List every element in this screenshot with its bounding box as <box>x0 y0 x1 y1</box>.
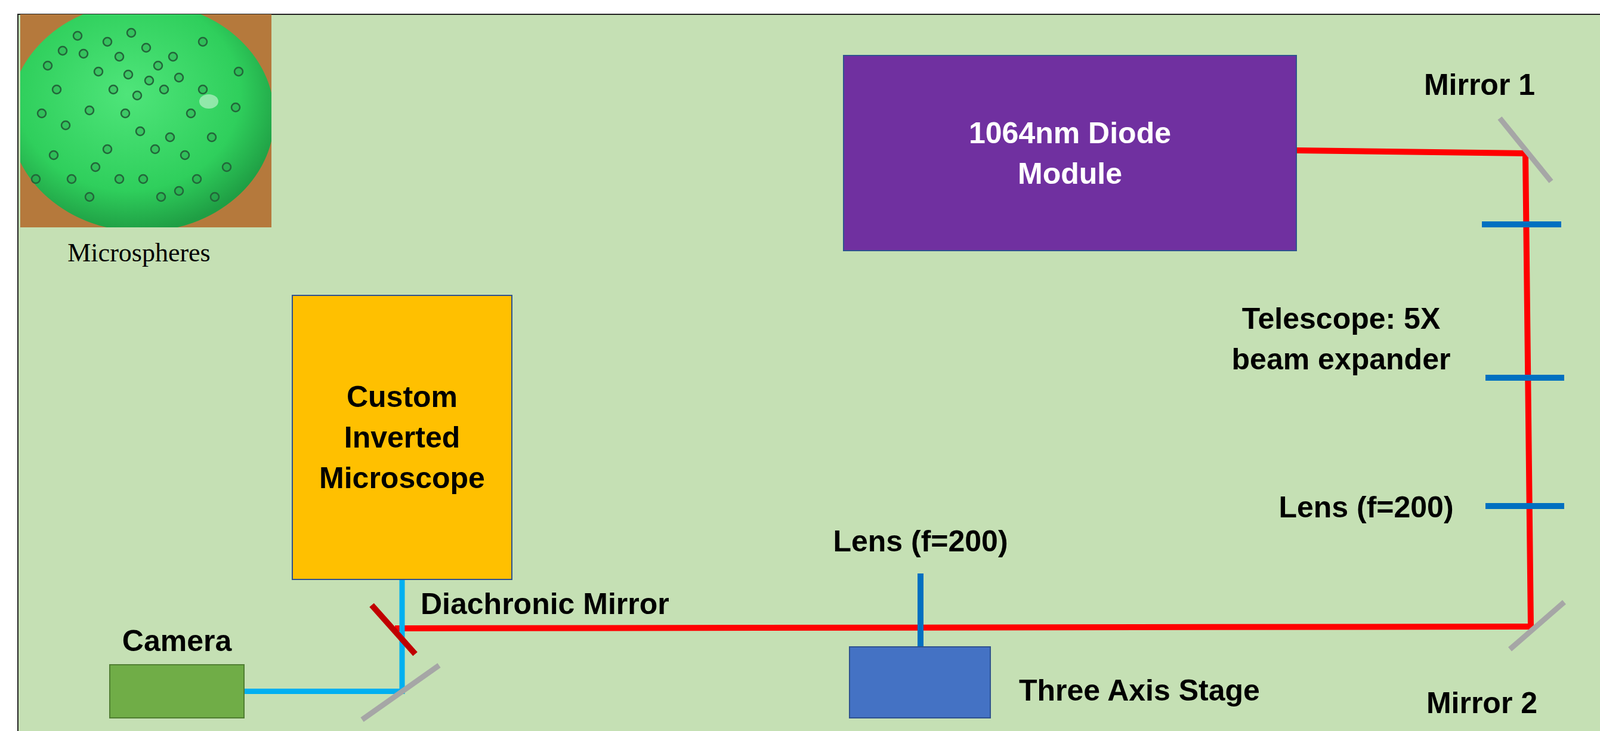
microsphere <box>79 49 88 58</box>
microsphere <box>133 91 142 100</box>
microsphere <box>141 43 151 52</box>
microsphere <box>121 109 130 118</box>
microsphere <box>49 150 58 160</box>
microsphere <box>103 144 112 154</box>
lens-symbol <box>917 573 924 647</box>
microscope-box: Custom Inverted Microscope <box>291 294 513 580</box>
microsphere <box>91 162 100 172</box>
microsphere <box>150 144 160 154</box>
microsphere <box>180 150 190 160</box>
lens-symbol <box>1485 374 1565 381</box>
photo-glare <box>199 94 219 109</box>
microsphere <box>210 192 219 202</box>
microsphere <box>94 67 103 76</box>
microsphere <box>109 85 118 94</box>
microsphere <box>165 133 175 142</box>
microsphere <box>67 174 76 184</box>
microsphere <box>127 28 136 37</box>
dichroic-mirror-symbol <box>371 604 416 654</box>
microsphere <box>174 186 184 196</box>
lens-symbol <box>1481 221 1562 228</box>
image-caption: Microspheres <box>43 235 235 271</box>
microsphere <box>198 85 208 94</box>
microsphere <box>198 37 208 46</box>
photo-field <box>20 14 272 228</box>
laser-module-box: 1064nm Diode Module <box>842 54 1297 252</box>
mirror-symbol <box>1499 118 1552 182</box>
microsphere <box>207 133 216 142</box>
microsphere <box>85 106 94 115</box>
lens-label: Lens (f=200) <box>813 520 1028 562</box>
microsphere <box>85 192 94 202</box>
microsphere <box>231 103 240 112</box>
lens-label: Lens (f=200) <box>1264 486 1468 528</box>
mirror-label: Mirror 2 <box>1404 682 1560 724</box>
box-text: 1064nm Diode Module <box>944 112 1196 194</box>
microsphere <box>58 46 67 55</box>
microsphere <box>43 61 52 70</box>
microsphere <box>136 127 145 136</box>
microsphere <box>139 174 148 184</box>
microsphere <box>222 162 231 172</box>
light-path-beam <box>244 579 403 692</box>
microsphere <box>52 85 61 94</box>
camera-box: Camera <box>109 663 245 719</box>
box-heading: Three Axis Stage <box>1018 669 1260 711</box>
mirror-symbol <box>1509 601 1565 650</box>
microsphere <box>168 52 178 61</box>
microsphere <box>73 31 82 40</box>
microsphere <box>234 67 243 76</box>
microsphere-group <box>31 28 243 202</box>
microsphere <box>37 109 46 118</box>
microsphere <box>124 70 133 79</box>
microsphere <box>159 85 169 94</box>
microsphere <box>115 174 124 184</box>
microspheres-photo <box>20 14 272 228</box>
microsphere <box>61 121 70 130</box>
mirror-label: Mirror 1 <box>1401 64 1558 105</box>
box-text: Custom Inverted Microscope <box>303 376 501 499</box>
microsphere <box>156 192 166 202</box>
stage-box: Three Axis Stage <box>848 646 991 719</box>
lens-symbol <box>1485 502 1565 509</box>
microsphere <box>192 174 202 184</box>
telescope-label: Telescope: 5X beam expander <box>1221 298 1461 380</box>
mirror-label: Diachronic Mirror <box>420 583 701 625</box>
microsphere <box>186 109 196 118</box>
mirror-symbol <box>362 665 440 720</box>
microsphere <box>103 37 112 46</box>
microsphere <box>31 174 40 184</box>
microsphere <box>115 52 124 61</box>
microsphere <box>144 76 154 85</box>
box-heading: Camera <box>122 620 232 661</box>
microsphere <box>153 61 163 70</box>
microsphere <box>174 73 184 82</box>
